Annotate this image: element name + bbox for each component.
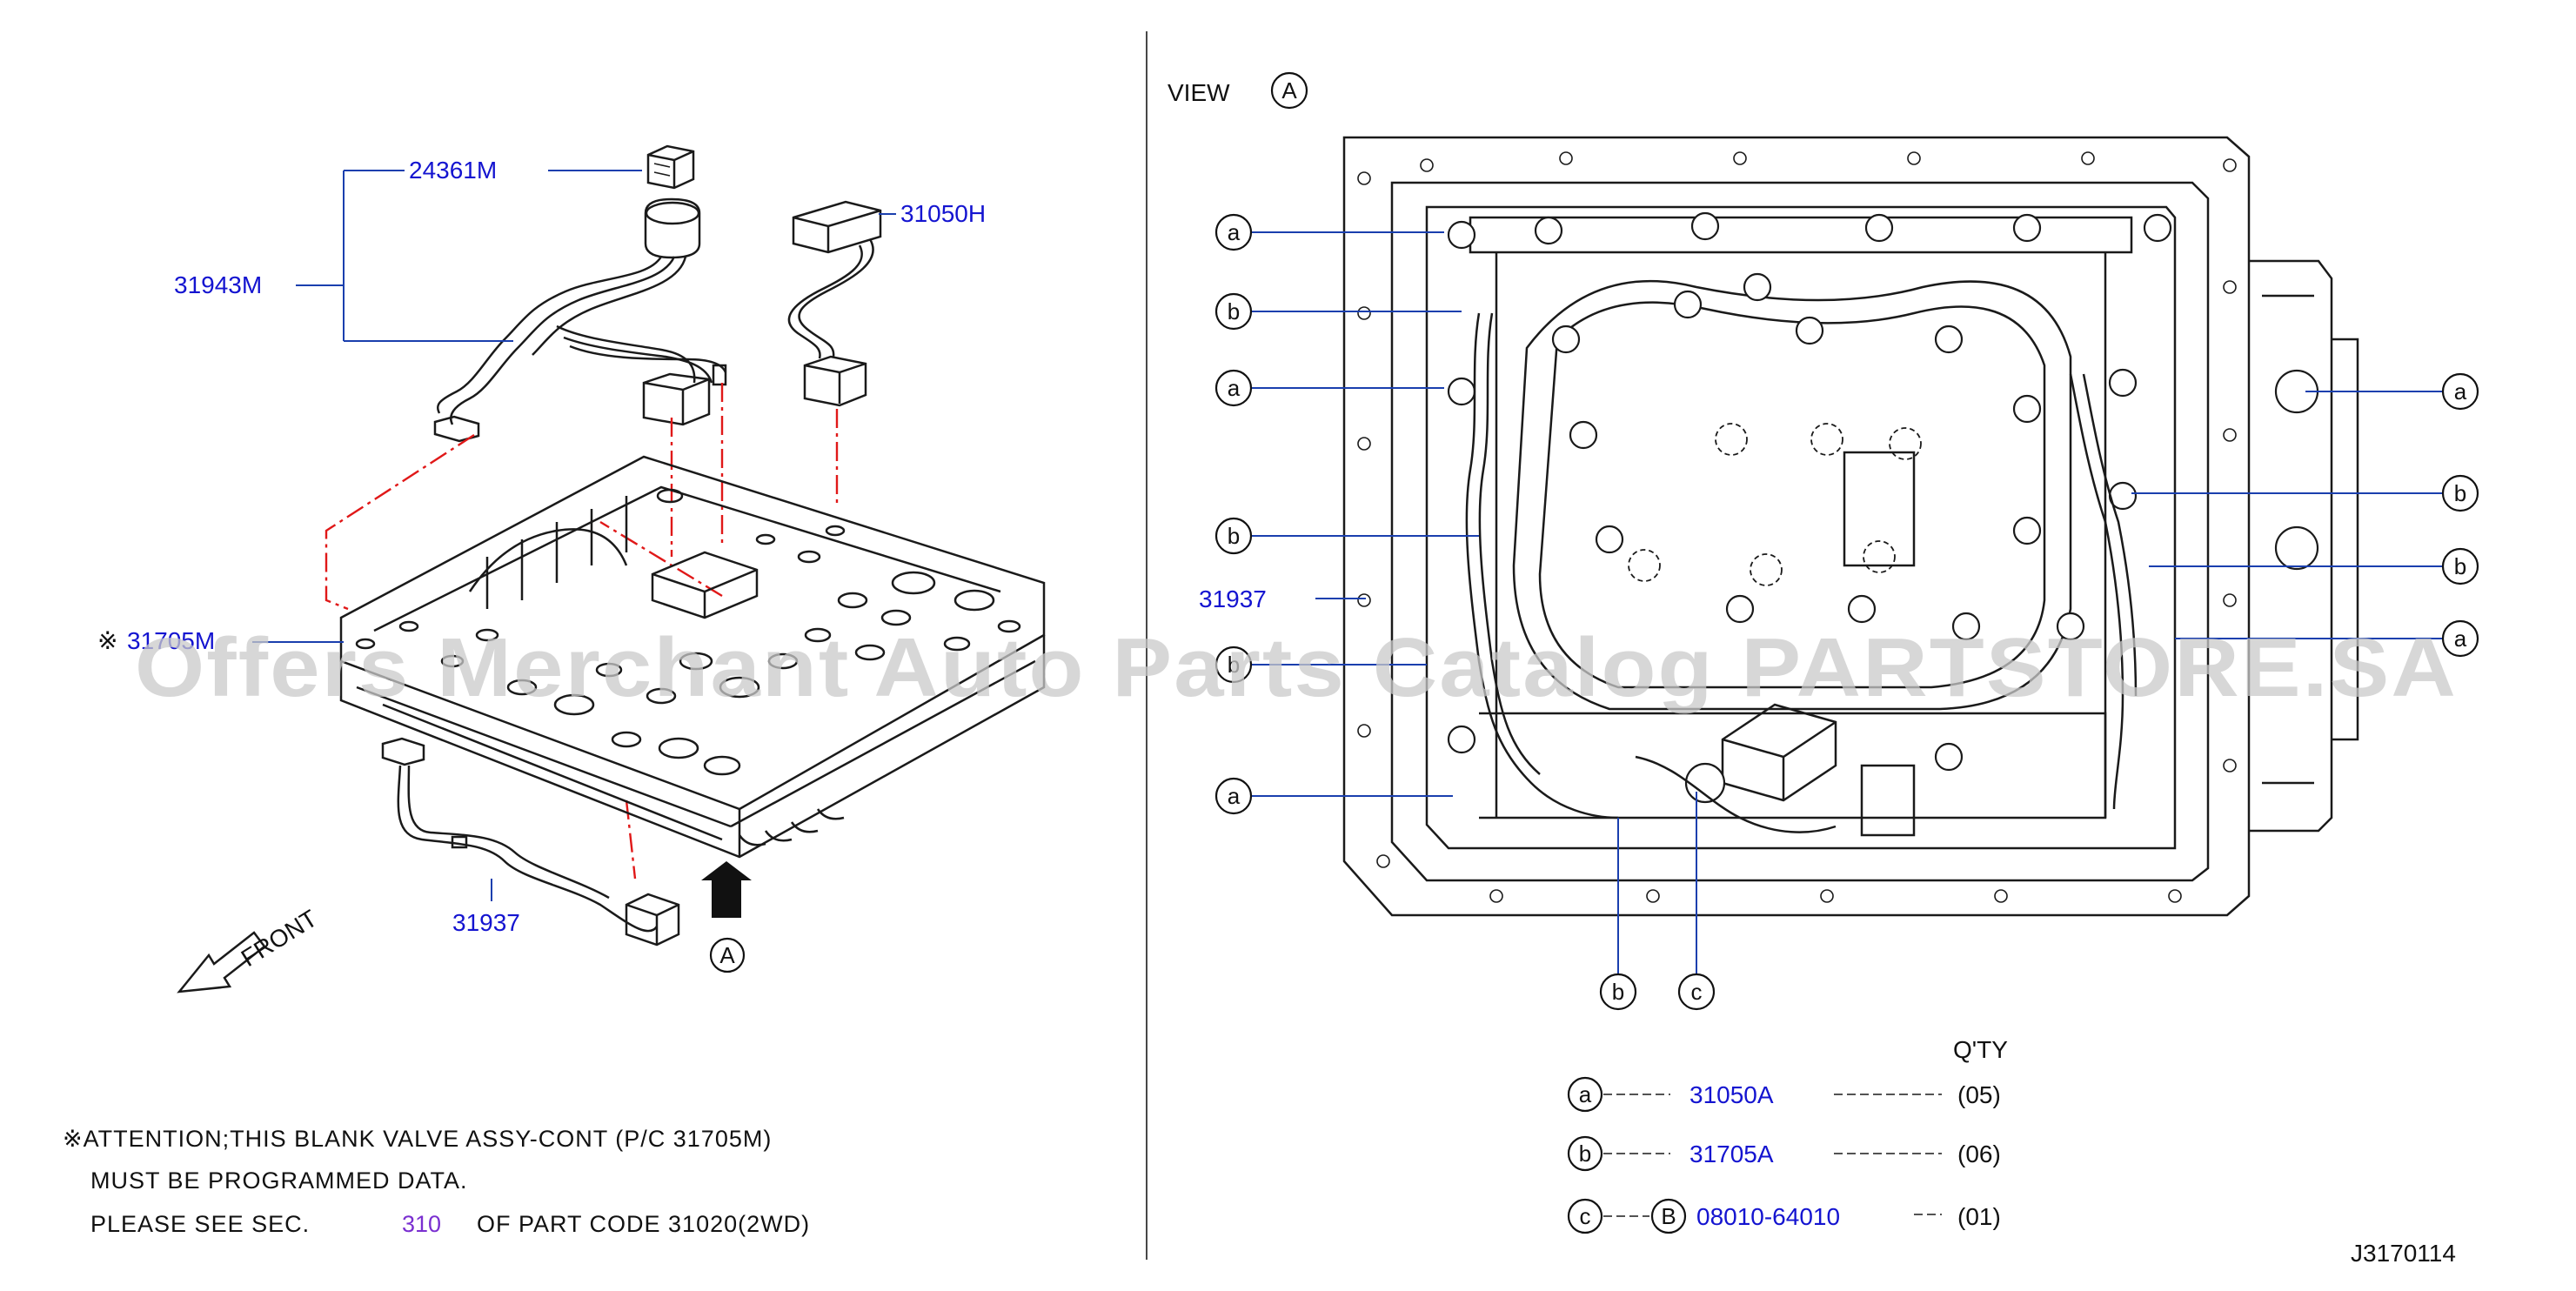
label-31937-left[interactable]: 31937 — [452, 909, 520, 936]
watermark: Offers Merchant Auto Parts Catalog PARTS… — [135, 621, 2458, 714]
svg-text:a: a — [1228, 375, 1241, 401]
svg-text:b: b — [1228, 652, 1240, 678]
front-arrow-icon — [177, 931, 266, 993]
callout-b-5: b — [2441, 547, 2479, 585]
qty-part-31705a[interactable]: 31705A — [1689, 1140, 1774, 1167]
svg-text:a: a — [1228, 783, 1241, 809]
view-a-marker-left: A — [709, 937, 746, 973]
callout-b-1: b — [1214, 292, 1253, 331]
right-view-a: VIEW A — [1168, 71, 2479, 1267]
svg-text:a: a — [2454, 625, 2467, 652]
svg-text:b: b — [1228, 298, 1240, 324]
connector-24361m-drawing — [644, 144, 701, 259]
label-31705m[interactable]: 31705M — [127, 627, 215, 654]
label-31050h[interactable]: 31050H — [900, 200, 986, 227]
svg-text:B: B — [1661, 1203, 1676, 1229]
svg-text:b: b — [2454, 553, 2466, 579]
qty-value-a: (05) — [1957, 1081, 2001, 1108]
view-label: VIEW — [1168, 79, 1230, 106]
view-a-arrow-icon — [701, 861, 752, 918]
callout-b-3: b — [1214, 646, 1253, 684]
note-line-2: MUST BE PROGRAMMED DATA. — [90, 1167, 468, 1194]
view-a-marker-right: A — [1270, 71, 1308, 110]
valve-body-31705m-drawing — [339, 455, 1046, 859]
note-line-3b: OF PART CODE 31020(2WD) — [477, 1211, 810, 1237]
pan-flange-holes — [1357, 151, 2237, 903]
connector-31050h-drawing — [787, 200, 882, 407]
qty-row-a: a 31050A (05) — [1567, 1076, 2001, 1113]
callout-b-2: b — [1214, 517, 1253, 555]
qty-row-c: c B 08010-64010 (01) — [1567, 1198, 2001, 1234]
left-exploded-view: 24361M 31943M 31050H ※ 31705M 31937 FRON… — [63, 144, 1046, 1237]
callout-c-1: c — [1677, 973, 1716, 1011]
svg-text:A: A — [1281, 77, 1297, 104]
asterisk-mark: ※ — [97, 627, 117, 654]
svg-text:c: c — [1580, 1203, 1591, 1229]
oil-pan-drawing — [1342, 136, 2359, 917]
svg-text:A: A — [719, 942, 735, 968]
callout-a-5: a — [2441, 619, 2479, 658]
valve-body-bosses — [355, 488, 1021, 776]
qty-value-b: (06) — [1957, 1140, 2001, 1167]
note-line-3a: PLEASE SEE SEC. — [90, 1211, 310, 1237]
front-label: FRONT — [237, 905, 322, 972]
svg-text:b: b — [1612, 979, 1624, 1005]
hidden-leaders — [325, 383, 839, 880]
label-24361m[interactable]: 24361M — [409, 157, 497, 184]
label-31943m[interactable]: 31943M — [174, 271, 262, 298]
left-leader-lines — [252, 170, 896, 901]
qty-table: Q'TY a 31050A (05) b 31705A (06) c — [1567, 1036, 2008, 1234]
callout-a-2: a — [1214, 369, 1253, 407]
right-leader-lines — [1251, 231, 2443, 974]
callout-b-4: b — [2441, 474, 2479, 512]
svg-text:a: a — [1579, 1081, 1592, 1107]
callout-a-4: a — [2441, 372, 2479, 411]
harness-31937-drawing — [381, 737, 680, 947]
qty-header: Q'TY — [1953, 1036, 2008, 1063]
svg-text:b: b — [1228, 523, 1240, 549]
svg-text:c: c — [1691, 979, 1703, 1005]
callout-a-3: a — [1214, 777, 1253, 815]
svg-text:b: b — [2454, 480, 2466, 506]
qty-part-31050a[interactable]: 31050A — [1689, 1081, 1774, 1108]
callout-a-1: a — [1214, 213, 1253, 251]
attention-note: ※ATTENTION;THIS BLANK VALVE ASSY-CONT (P… — [63, 1126, 810, 1237]
section-link-310[interactable]: 310 — [402, 1211, 441, 1237]
qty-row-b: b 31705A (06) — [1567, 1135, 2001, 1172]
qty-value-c: (01) — [1957, 1203, 2001, 1230]
label-31937-right[interactable]: 31937 — [1199, 585, 1267, 612]
svg-text:a: a — [2454, 378, 2467, 405]
callout-b-6: b — [1599, 973, 1637, 1011]
qty-part-08010-64010[interactable]: 08010-64010 — [1696, 1203, 1840, 1230]
harness-31943m-drawing — [433, 256, 727, 443]
diagram-code: J3170114 — [2351, 1240, 2456, 1267]
svg-text:b: b — [1579, 1140, 1591, 1167]
svg-text:a: a — [1228, 219, 1241, 245]
valve-body-top-view — [1447, 211, 2319, 837]
note-line-1: ※ATTENTION;THIS BLANK VALVE ASSY-CONT (P… — [63, 1126, 772, 1152]
